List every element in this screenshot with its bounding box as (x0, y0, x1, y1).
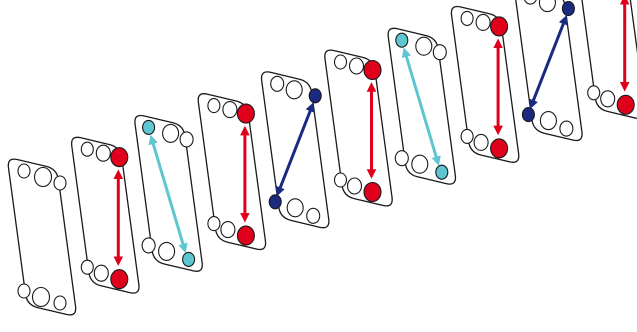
port-top-center (348, 57, 365, 75)
port-bottom-active (236, 225, 255, 246)
port-bottom-left (460, 128, 474, 144)
port-top-center (538, 0, 556, 13)
plate-8 (450, 5, 520, 163)
port-top-left (270, 75, 285, 92)
plate-1 (7, 158, 77, 316)
plate-outline (7, 158, 77, 316)
port-bottom-center (31, 286, 51, 308)
plate-4 (197, 93, 267, 251)
port-top-active (363, 59, 382, 81)
plate-6 (324, 49, 393, 207)
port-top-active (142, 119, 156, 135)
port-bottom-center (346, 177, 363, 195)
port-top-center (285, 80, 303, 100)
port-top-left (207, 98, 221, 114)
port-bottom-right (53, 295, 67, 311)
port-bottom-right (306, 207, 321, 224)
port-top-right (179, 131, 194, 148)
port-top-right (53, 175, 67, 191)
port-bottom-left (80, 259, 94, 275)
port-top-active (490, 16, 509, 37)
port-bottom-active (182, 251, 196, 267)
port-bottom-left (394, 150, 409, 167)
port-bottom-active (268, 194, 282, 210)
port-top-center (95, 144, 111, 162)
port-bottom-active (363, 181, 382, 203)
port-bottom-active (490, 138, 509, 159)
port-top-center (222, 101, 238, 119)
plate-2 (70, 136, 140, 294)
port-bottom-left (141, 237, 156, 254)
port-bottom-center (93, 264, 109, 282)
port-bottom-left (17, 283, 31, 299)
port-bottom-active (435, 164, 449, 180)
port-top-left (333, 54, 348, 70)
port-bottom-center (473, 133, 489, 151)
port-top-active (308, 88, 322, 104)
flow-arrow (401, 47, 441, 166)
port-top-right (432, 44, 447, 61)
port-top-active (110, 147, 129, 168)
port-top-active (561, 1, 575, 17)
port-top-active (395, 32, 409, 48)
port-top-center (415, 36, 433, 56)
port-bottom-center (220, 221, 236, 239)
port-top-center (475, 13, 491, 31)
port-top-center (33, 166, 53, 188)
port-bottom-active (521, 107, 535, 123)
plate-5 (260, 71, 330, 229)
port-top-active (236, 103, 255, 124)
port-bottom-center (539, 111, 557, 131)
port-top-center (162, 123, 180, 143)
port-bottom-right (559, 120, 574, 137)
flow-arrow (148, 134, 188, 254)
port-bottom-active (110, 269, 129, 290)
flow-arrow (529, 15, 568, 110)
port-top-left (80, 141, 94, 157)
port-bottom-left (587, 85, 601, 101)
plate-10 (581, 0, 637, 120)
port-top-left (524, 0, 537, 5)
port-bottom-active (616, 94, 635, 115)
flow-arrow (275, 102, 315, 197)
port-bottom-center (600, 90, 616, 108)
port-bottom-center (411, 154, 429, 174)
plate-9 (515, 0, 583, 142)
plate-7 (387, 27, 457, 185)
plate-3 (134, 114, 203, 272)
port-bottom-left (333, 172, 348, 188)
port-top-left (460, 10, 474, 26)
port-bottom-center (158, 241, 176, 261)
port-bottom-left (207, 216, 221, 232)
port-bottom-center (286, 198, 304, 218)
port-top-left (17, 163, 31, 179)
